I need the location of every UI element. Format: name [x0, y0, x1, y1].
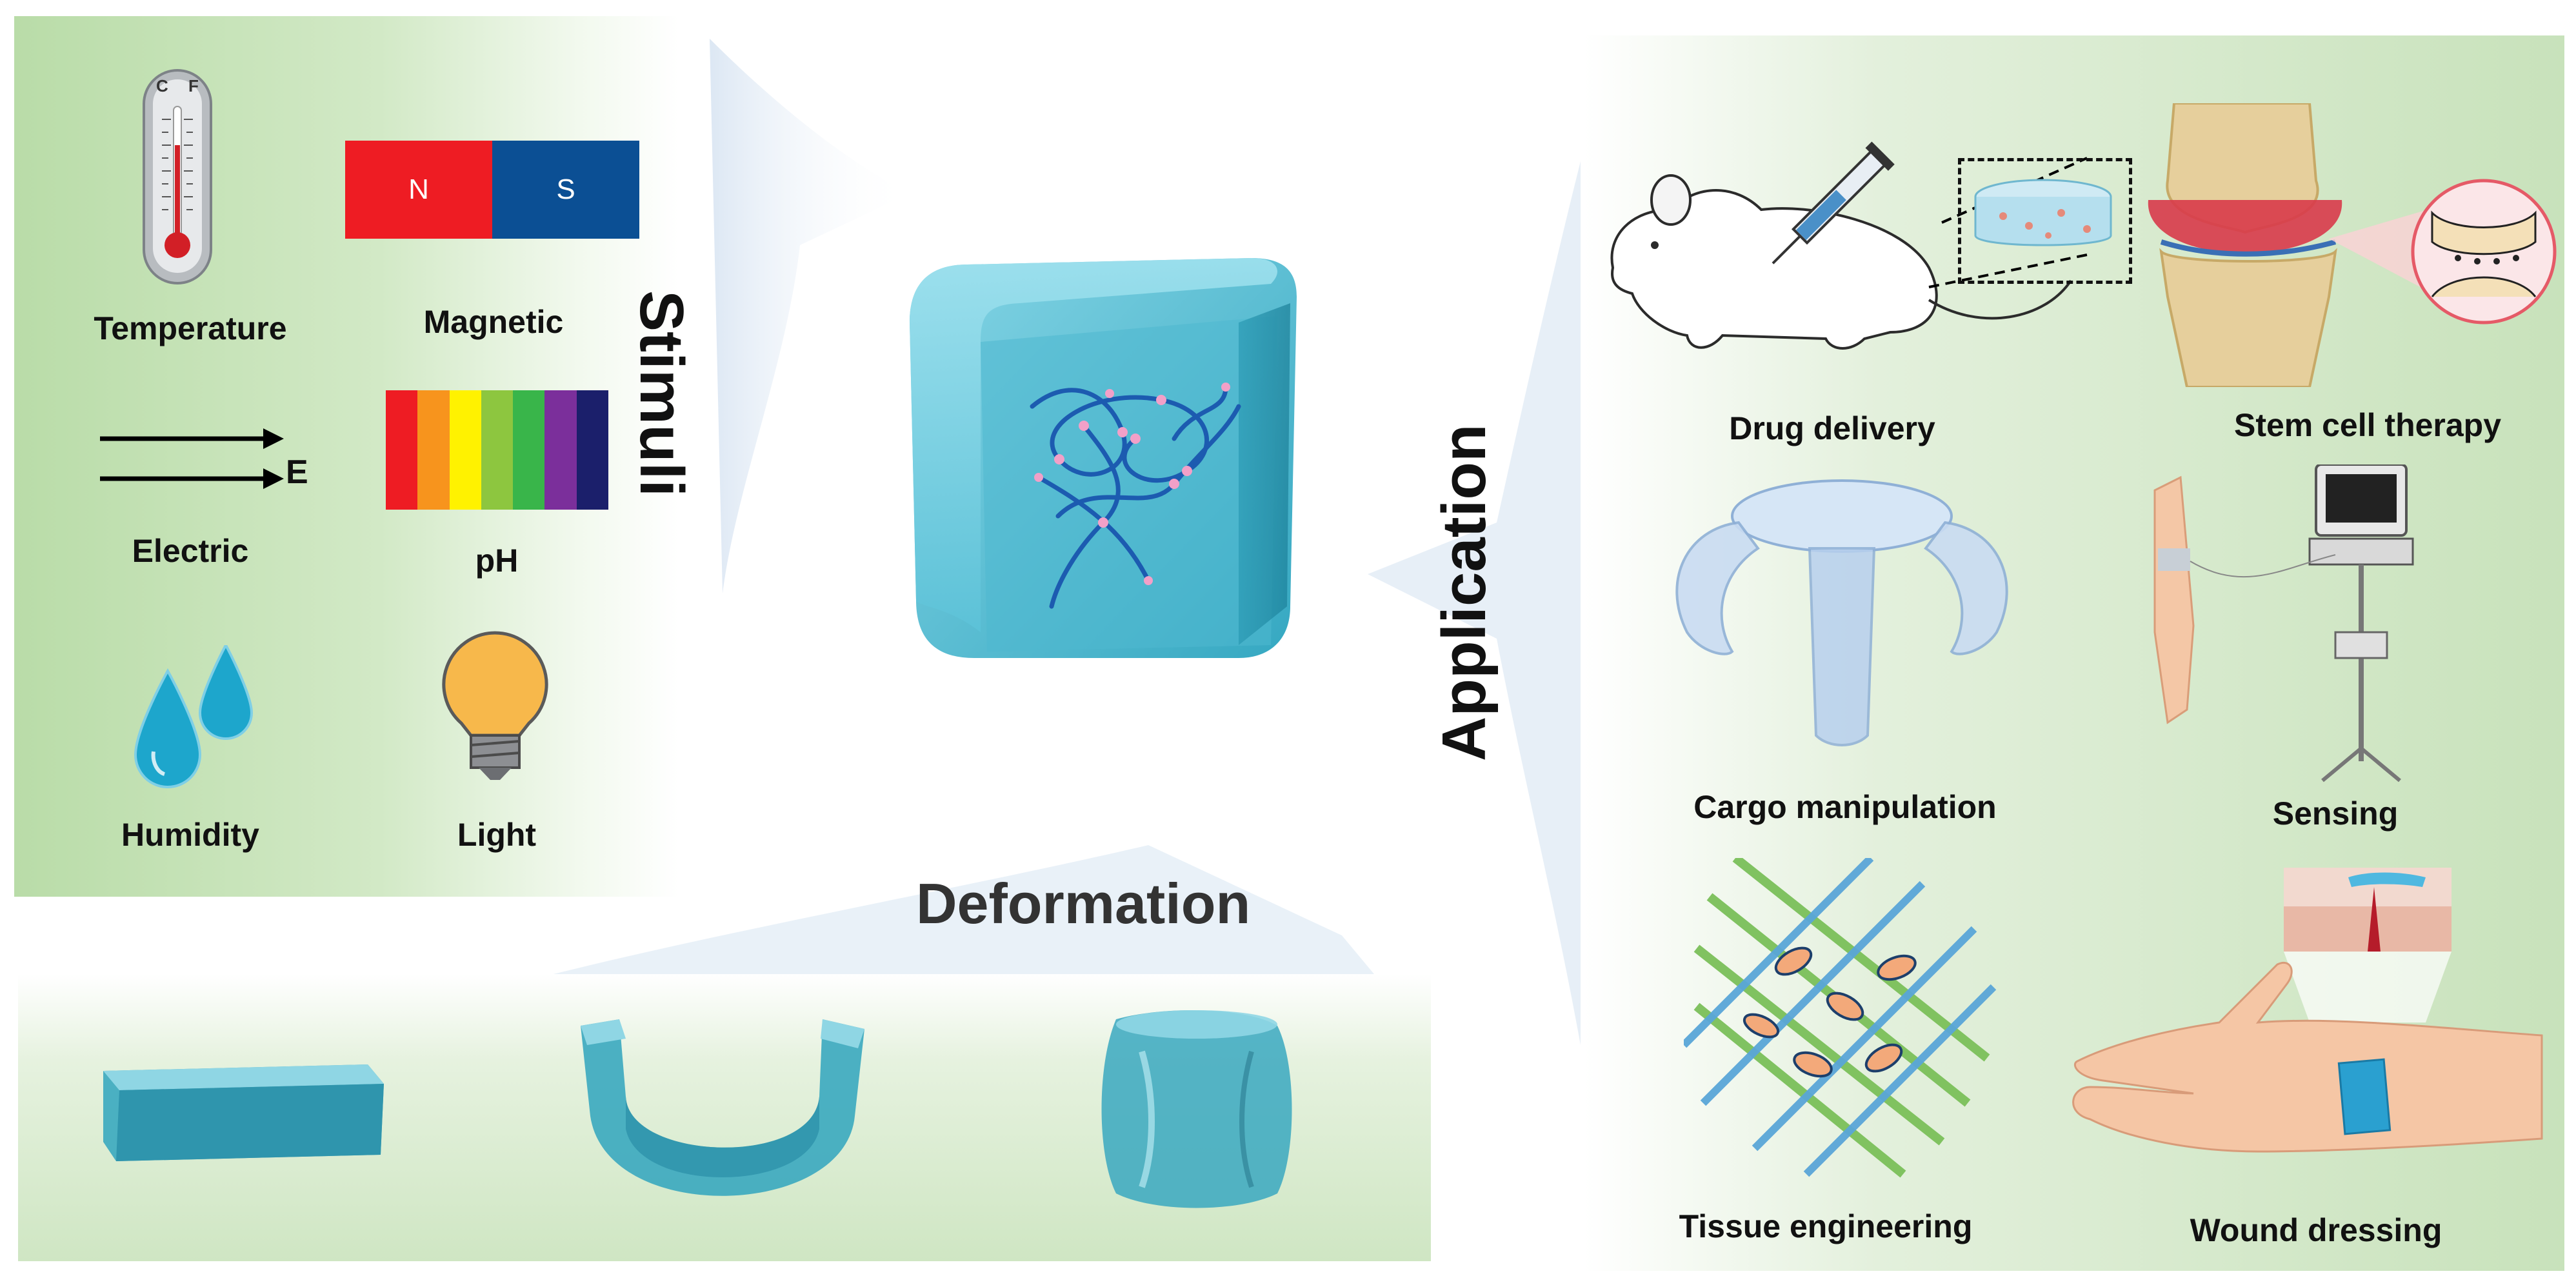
- water-droplets-icon: [134, 645, 254, 788]
- ph-color-band: [449, 390, 481, 510]
- magnet-north-pole: N: [345, 141, 492, 239]
- hydrogel-roll-shape: [1101, 1010, 1292, 1208]
- magnetic-label: Magnetic: [423, 304, 564, 340]
- stem-cell-therapy-label: Stem cell therapy: [2233, 407, 2502, 443]
- application-beam-decoration: [1368, 161, 1581, 1045]
- hydrogel-disc-inset: [1974, 179, 2112, 246]
- hydrogel-cube-illustration: [910, 258, 1297, 658]
- electric-field-arrows-icon: [100, 428, 284, 489]
- light-label: Light: [457, 817, 537, 853]
- arm-monitor-illustration: [2153, 464, 2414, 783]
- cargo-manipulation-label: Cargo manipulation: [1693, 789, 1997, 825]
- thermometer-c-label: C: [156, 76, 168, 95]
- ph-color-band: [481, 390, 514, 510]
- thermometer-f-label: F: [188, 76, 199, 95]
- ph-color-band: [576, 390, 608, 510]
- ph-color-band: [417, 390, 450, 510]
- wound-dressing-label: Wound dressing: [2190, 1212, 2442, 1248]
- hydrogel-u-shape: [581, 1019, 864, 1196]
- ph-color-scale: [386, 390, 608, 510]
- beam-decoration: [710, 39, 910, 594]
- deformation-beam-decoration: [503, 845, 1374, 987]
- knee-joint-illustration: [2148, 103, 2557, 387]
- stimuli-title: Stimuli: [627, 290, 696, 497]
- mouse-injection-illustration: [1610, 141, 2088, 350]
- ph-color-band: [513, 390, 545, 510]
- tissue-engineering-label: Tissue engineering: [1679, 1208, 1973, 1244]
- application-title: Application: [1430, 424, 1499, 761]
- hydrogel-inset-box: [1958, 158, 2132, 284]
- temperature-label: Temperature: [94, 310, 287, 346]
- electric-field-symbol: E: [286, 454, 308, 491]
- hydrogel-gripper-illustration: [1675, 479, 2008, 746]
- electric-label: Electric: [132, 533, 249, 569]
- deformation-title: Deformation: [916, 872, 1251, 935]
- scaffold-illustration: [1684, 858, 1997, 1178]
- hydrogel-bar-shape: [103, 1064, 384, 1161]
- humidity-label: Humidity: [121, 817, 259, 853]
- thermometer-icon: [143, 69, 212, 284]
- light-bulb-icon: [442, 631, 548, 780]
- magnet-south-pole: S: [492, 141, 639, 239]
- wound-dressing-illustration: [2072, 868, 2543, 1153]
- ph-label: pH: [475, 543, 519, 579]
- ph-color-band: [544, 390, 577, 510]
- drug-delivery-label: Drug delivery: [1729, 410, 1935, 446]
- ph-color-band: [386, 390, 418, 510]
- sensing-label: Sensing: [2272, 795, 2399, 832]
